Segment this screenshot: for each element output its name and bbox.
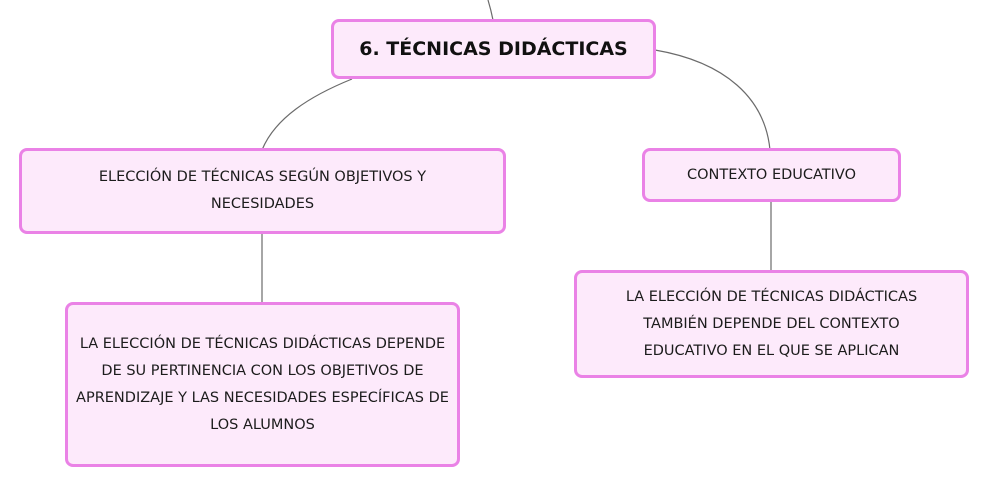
- root-topic-node[interactable]: 6. TÉCNICAS DIDÁCTICAS: [331, 19, 656, 79]
- right-detail-text: LA ELECCIÓN DE TÉCNICAS DIDÁCTICAS TAMBI…: [625, 288, 918, 359]
- right-subtopic-label: CONTEXTO EDUCATIVO: [686, 166, 857, 183]
- left-detail-text: LA ELECCIÓN DE TÉCNICAS DIDÁCTICAS DEPEN…: [76, 335, 449, 433]
- left-detail-node[interactable]: LA ELECCIÓN DE TÉCNICAS DIDÁCTICAS DEPEN…: [65, 302, 460, 467]
- connector-parent-to-root: [487, 0, 494, 21]
- left-subtopic-node[interactable]: ELECCIÓN DE TÉCNICAS SEGÚN OBJETIVOS Y N…: [19, 148, 506, 234]
- left-subtopic-label: ELECCIÓN DE TÉCNICAS SEGÚN OBJETIVOS Y N…: [98, 169, 427, 212]
- root-topic-label: 6. TÉCNICAS DIDÁCTICAS: [359, 37, 628, 60]
- right-detail-node[interactable]: LA ELECCIÓN DE TÉCNICAS DIDÁCTICAS TAMBI…: [574, 270, 969, 378]
- connector-root-to-left: [261, 78, 353, 151]
- connector-root-to-right: [654, 49, 771, 151]
- right-subtopic-node[interactable]: CONTEXTO EDUCATIVO: [642, 148, 901, 202]
